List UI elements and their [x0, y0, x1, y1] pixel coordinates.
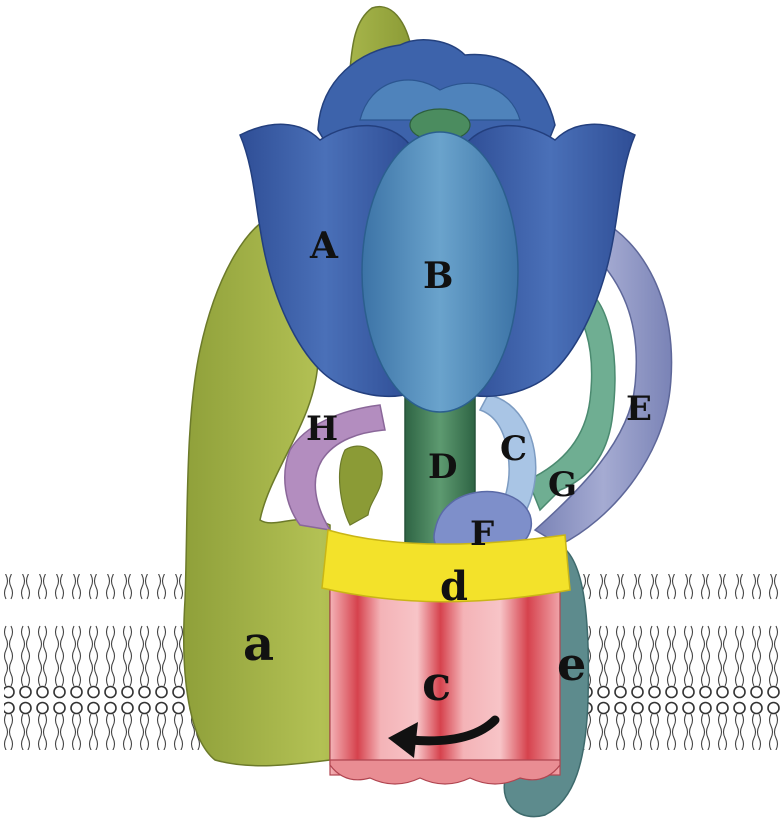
label-E: E [626, 389, 652, 429]
label-e: e [557, 637, 586, 691]
label-F: F [470, 514, 494, 554]
membrane-left [4, 574, 204, 750]
label-B: B [423, 255, 453, 297]
label-A: A [309, 225, 339, 267]
subunit-a-loop [340, 446, 383, 525]
label-C: C [500, 429, 527, 469]
label-d: d [440, 563, 468, 610]
membrane-right [580, 574, 780, 750]
label-D: D [428, 447, 457, 487]
label-a: a [243, 616, 274, 672]
label-H: H [306, 409, 338, 449]
label-G: G [548, 465, 577, 505]
label-c: c [422, 656, 451, 712]
